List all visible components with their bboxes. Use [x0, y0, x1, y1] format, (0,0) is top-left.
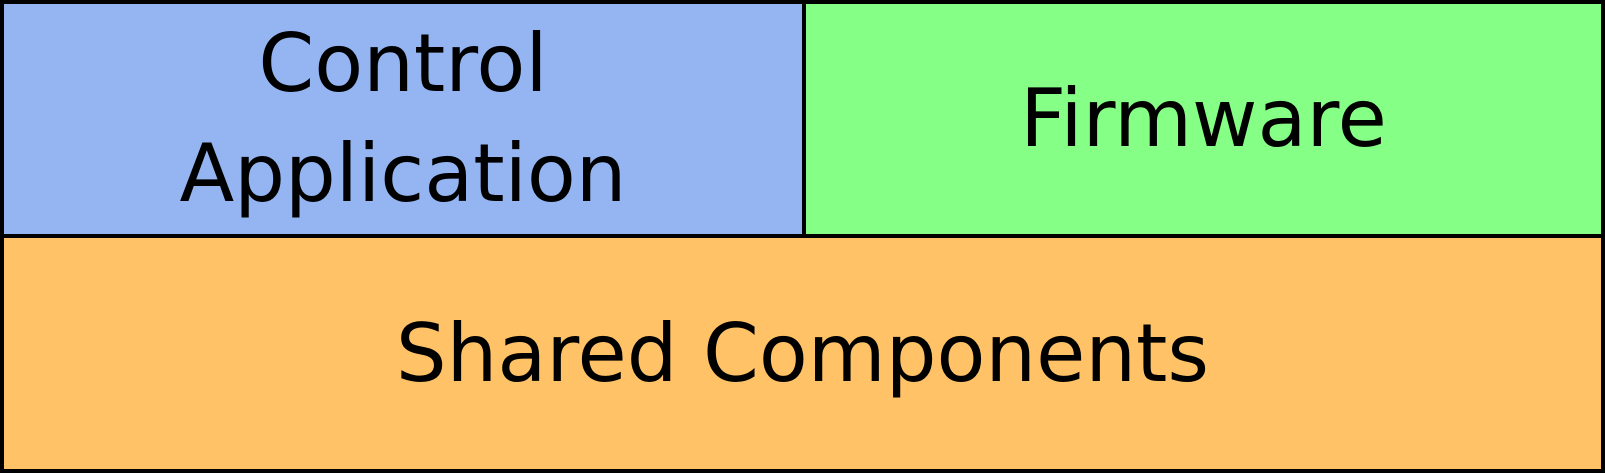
control-application-label-line1: Control — [258, 17, 548, 110]
control-application-block: Control Application — [0, 0, 806, 238]
firmware-block: Firmware — [802, 0, 1605, 238]
shared-components-label: Shared Components — [395, 306, 1210, 400]
control-application-label-line2: Application — [179, 127, 627, 220]
firmware-label: Firmware — [1020, 72, 1387, 165]
control-application-label: Control Application — [180, 9, 627, 229]
shared-components-block: Shared Components — [0, 234, 1605, 473]
